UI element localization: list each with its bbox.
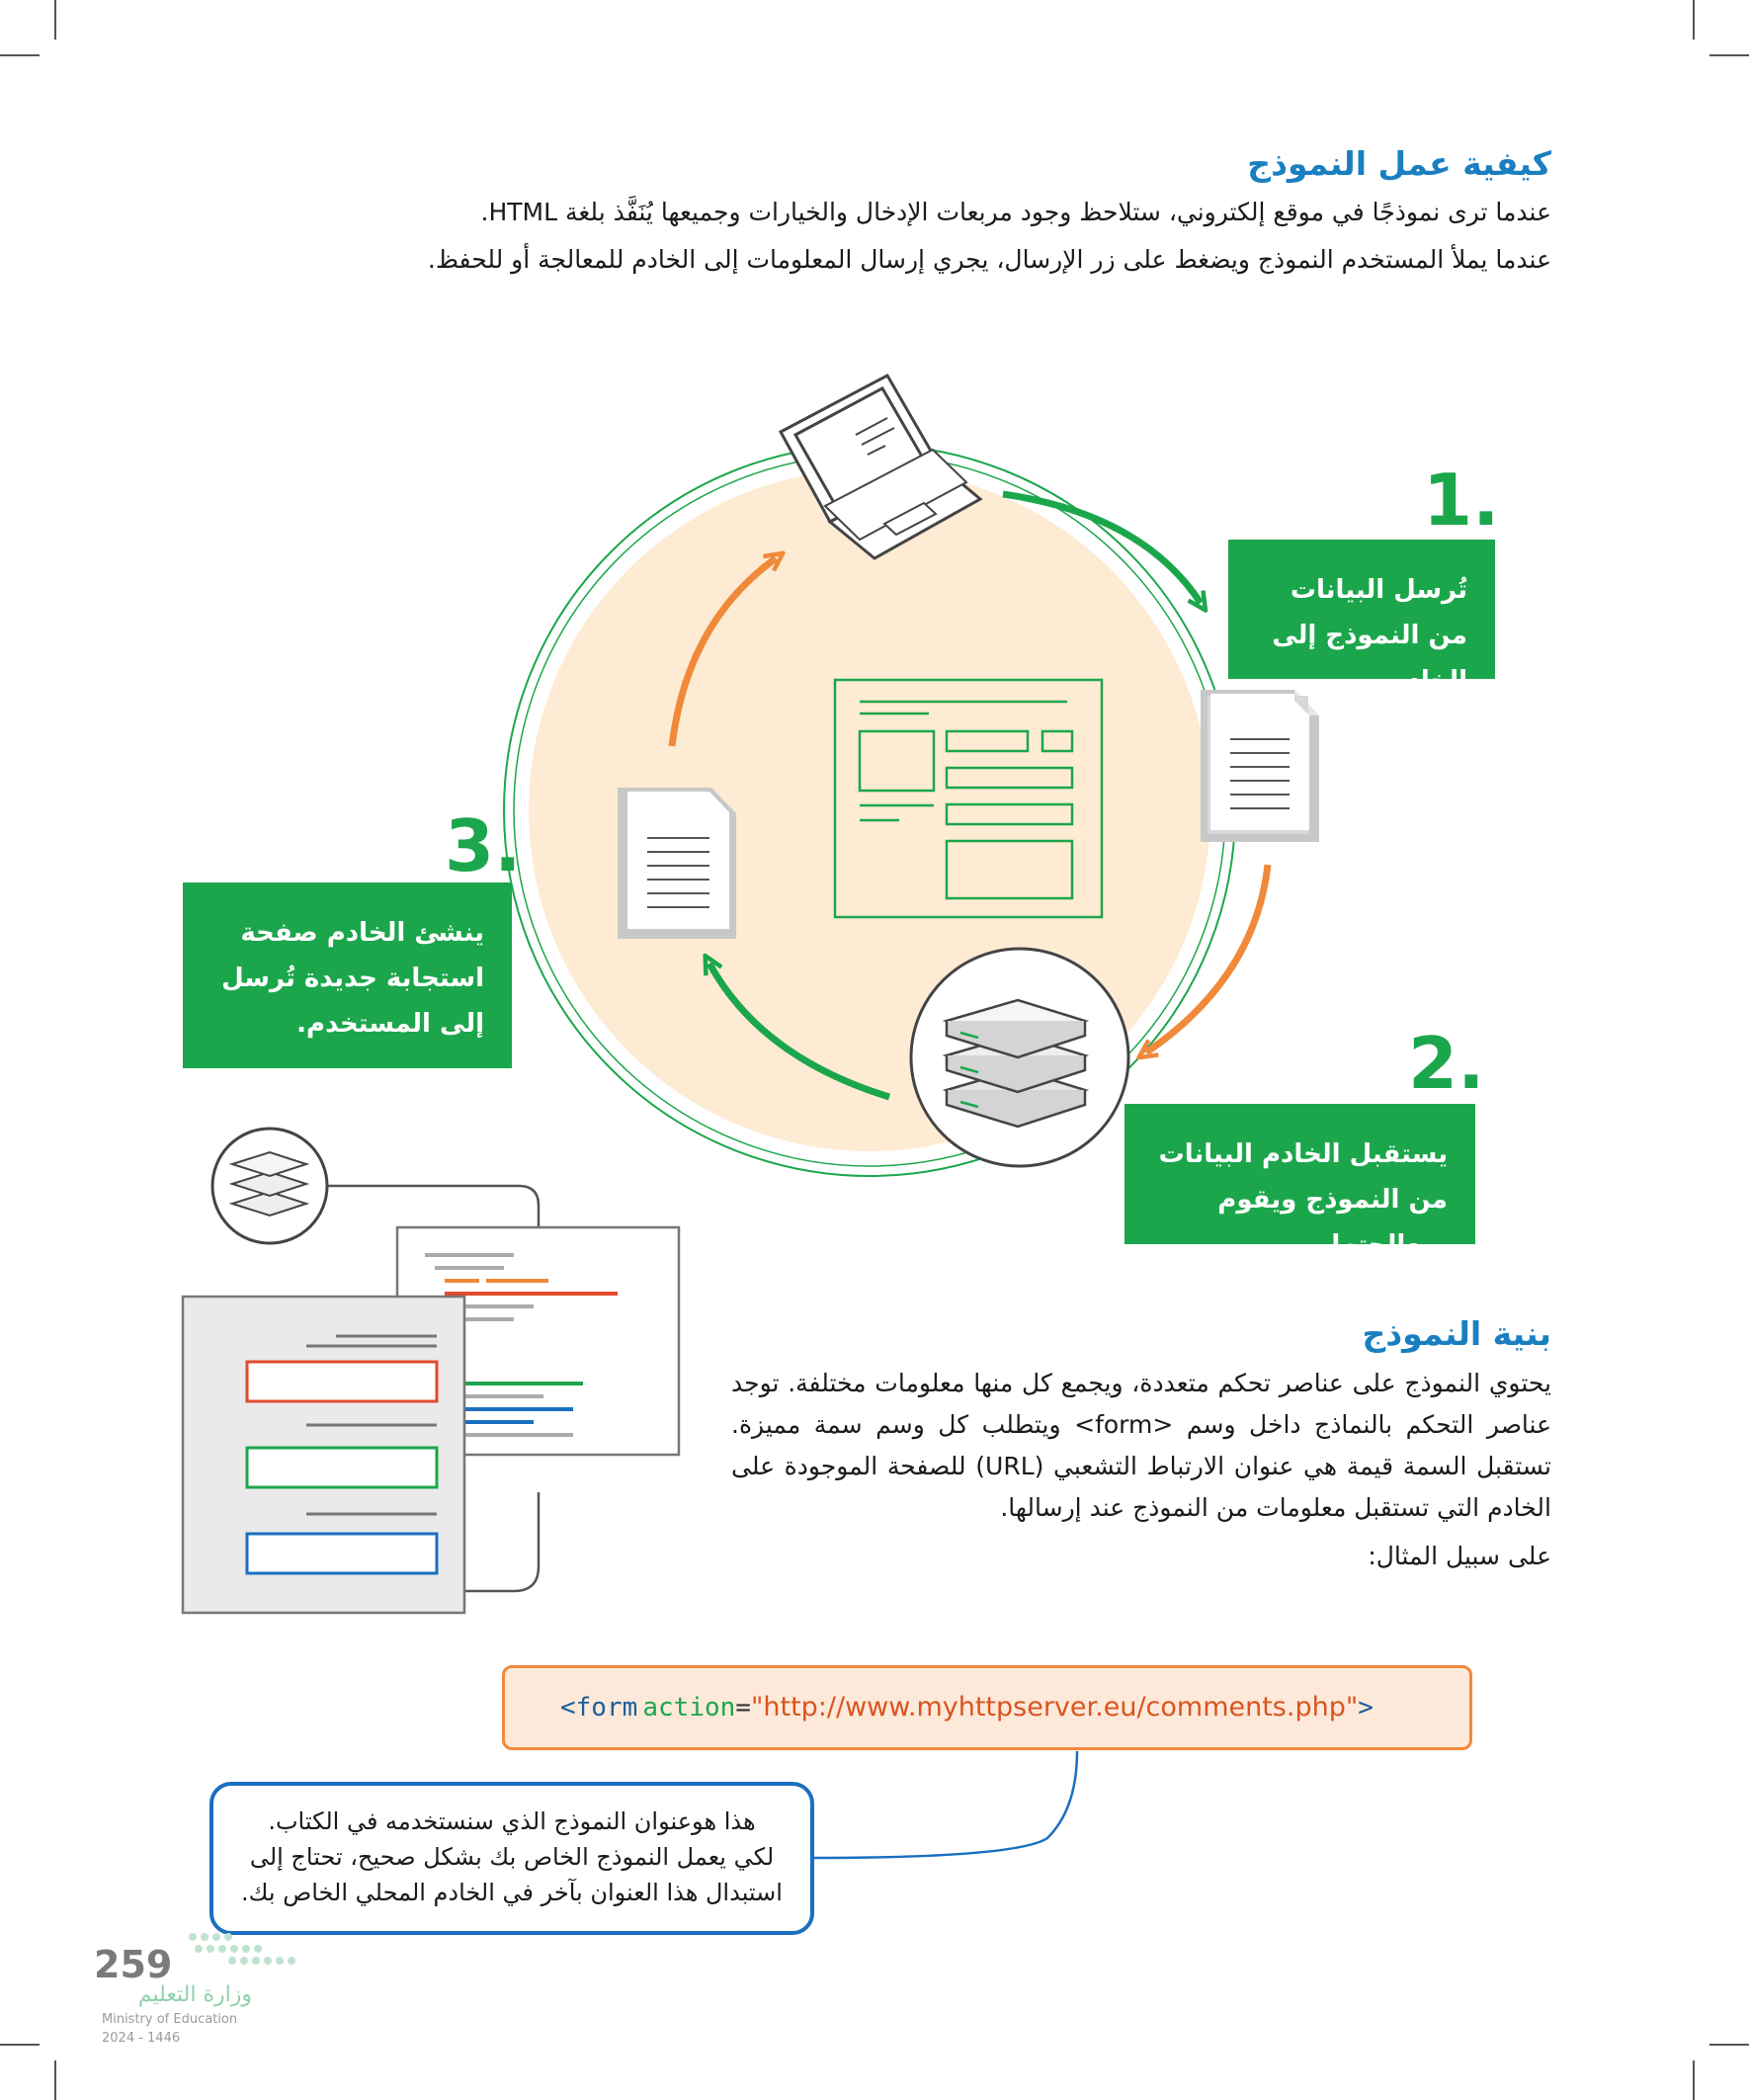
- step-3-text: ينشئ الخادم صفحة استجابة جديدة تُرسل إلى…: [221, 918, 484, 1039]
- arrow-process: [1146, 864, 1272, 1052]
- page-number: 259: [94, 1943, 173, 1986]
- section-form-structure: بنية النموذج يحتوي النموذج على عناصر تحك…: [731, 1314, 1551, 1578]
- code-attr: action: [642, 1693, 736, 1722]
- code-equals: =: [735, 1693, 751, 1722]
- crop-mark: [0, 2044, 40, 2046]
- document-icon-left: [618, 788, 736, 939]
- crop-mark: [1693, 2060, 1695, 2100]
- arrow-send-to-server: [1002, 490, 1201, 603]
- arrow-response: [709, 964, 891, 1101]
- structure-paragraph: يحتوي النموذج على عناصر تحكم متعددة، ويج…: [731, 1369, 1552, 1522]
- note-line-1: هذا هوعنوان النموذج الذي سنستخدمه في الك…: [268, 1807, 756, 1835]
- step-2-text: يستقبل الخادم البيانات من النموذج ويقوم …: [1158, 1139, 1448, 1260]
- section-title: بنية النموذج: [1362, 1314, 1551, 1353]
- intro-line-1: عندما ترى نموذجًا في موقع إلكتروني، ستلا…: [480, 198, 1551, 226]
- crop-mark: [54, 2060, 56, 2100]
- crop-mark: [1709, 2044, 1749, 2046]
- ministry-name-en: Ministry of Education: [102, 2012, 238, 2027]
- step-1-number: 1.: [1423, 459, 1500, 542]
- section-how-form-works: كيفية عمل النموذج عندما ترى نموذجًا في م…: [375, 144, 1551, 282]
- code-tag-close: >: [1358, 1693, 1374, 1722]
- edition-year: 2024 - 1446: [102, 2031, 181, 2046]
- code-tag-open: <form: [560, 1693, 638, 1722]
- page-footer: 259 وزارة التعليم Ministry of Education …: [94, 1917, 331, 2046]
- crop-mark: [1709, 54, 1749, 56]
- step-2-number: 2.: [1408, 1022, 1485, 1105]
- server-icon: [909, 947, 1130, 1168]
- code-line: <form action="http://www.myhttpserver.eu…: [560, 1692, 1374, 1722]
- step-2-box: يستقبل الخادم البيانات من النموذج ويقوم …: [1124, 1104, 1475, 1260]
- code-example-box: <form action="http://www.myhttpserver.eu…: [502, 1665, 1472, 1750]
- document-icon-right: [1201, 690, 1319, 842]
- ministry-logo-dots: [189, 1933, 295, 1965]
- step-1-box: تُرسل البيانات من النموذج إلى الخادم.: [1228, 540, 1495, 696]
- laptop-icon: [778, 373, 983, 560]
- arrow-to-user: [668, 558, 776, 747]
- ministry-name-ar: وزارة التعليم: [137, 1982, 252, 2007]
- step-3-box: ينشئ الخادم صفحة استجابة جديدة تُرسل إلى…: [183, 882, 512, 1068]
- form-icon: [833, 678, 1104, 919]
- note-line-3: استبدال هذا العنوان بآخر في الخادم المحل…: [241, 1879, 783, 1906]
- step-1-text: تُرسل البيانات من النموذج إلى الخادم.: [1272, 575, 1467, 696]
- example-label: على سبيل المثال:: [1368, 1542, 1551, 1570]
- section-title: كيفية عمل النموذج: [1247, 144, 1551, 183]
- step-3-number: 3.: [445, 804, 522, 887]
- crop-mark: [0, 54, 40, 56]
- form-panel: [181, 1295, 466, 1615]
- note-callout: هذا هوعنوان النموذج الذي سنستخدمه في الك…: [209, 1782, 814, 1935]
- form-structure-illustration: [181, 1127, 681, 1615]
- note-line-2: لكي يعمل النموذج الخاص بك بشكل صحيح، تحت…: [249, 1843, 775, 1871]
- intro-line-2: عندما يملأ المستخدم النموذج ويضغط على زر…: [427, 245, 1551, 274]
- crop-mark: [54, 0, 56, 40]
- crop-mark: [1693, 0, 1695, 40]
- code-value: "http://www.myhttpserver.eu/comments.php…: [750, 1692, 1359, 1722]
- server-small-icon: [210, 1127, 329, 1245]
